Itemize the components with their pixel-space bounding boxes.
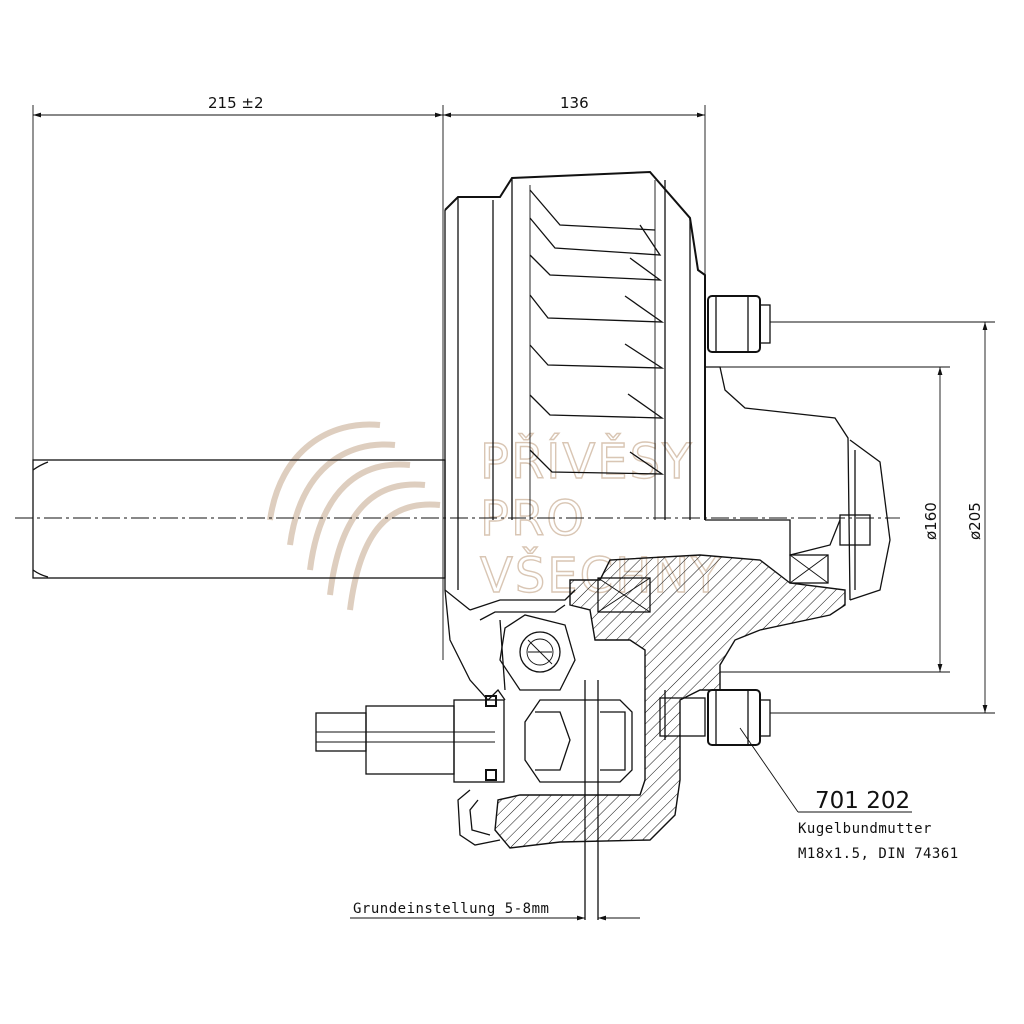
wheel-nut-bottom: [707, 689, 771, 746]
brake-backing-plate: [444, 589, 576, 846]
hub-section-hatched: [494, 554, 846, 849]
dimension-215-label: 215 ±2: [208, 94, 264, 112]
adjustment-dimension: Grundeinstellung 5-8mm: [350, 901, 640, 921]
brake-camshaft: [315, 695, 505, 783]
brake-expander: [524, 680, 633, 920]
adjustment-note: Grundeinstellung 5-8mm: [353, 901, 549, 917]
part-leader: [739, 727, 912, 813]
wheel-hub: [705, 366, 891, 601]
part-number: 701 202: [815, 788, 910, 814]
cooling-fins: [529, 180, 665, 520]
watermark-line2: PRO: [480, 491, 586, 547]
dimension-160-label: ø160: [922, 502, 940, 540]
watermark-line1: PŘÍVĚSY: [480, 433, 693, 490]
dimension-overall-left: 215 ±2: [32, 94, 444, 660]
inner-bearing: [597, 577, 651, 613]
wheel-stud: [659, 690, 706, 740]
return-spring: [499, 614, 576, 691]
brake-drum: [444, 170, 706, 611]
wheel-nut-top: [707, 295, 771, 353]
dimension-136-label: 136: [560, 94, 589, 112]
dimension-205-label: ø205: [966, 502, 984, 540]
part-spec: M18x1.5, DIN 74361: [798, 846, 959, 862]
dimension-bolt-circle: ø160: [720, 366, 950, 673]
dimension-hub-width: 136: [443, 94, 706, 290]
part-name: Kugelbundmutter: [798, 821, 932, 837]
dimension-drum-outer: ø205: [770, 321, 995, 714]
